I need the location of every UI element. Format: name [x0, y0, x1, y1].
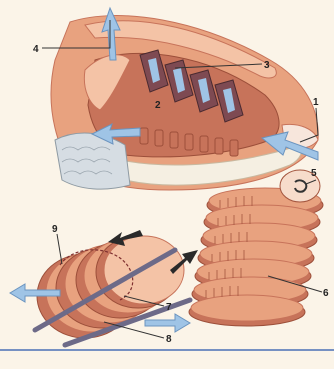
label-4: 4 [33, 44, 39, 55]
gill-raker [155, 130, 163, 146]
label-9: 9 [52, 224, 58, 235]
gill-raker [185, 134, 193, 150]
gill-raker [230, 140, 238, 156]
gill-raker [140, 128, 148, 144]
label-3: 3 [264, 60, 270, 71]
body-scales [55, 133, 130, 189]
label-1: 1 [313, 97, 319, 108]
label-2: 2 [155, 100, 161, 111]
filament-plate [191, 295, 303, 321]
gill-raker [170, 132, 178, 148]
gill-raker [200, 136, 208, 152]
gill-raker [215, 138, 223, 154]
label-8: 8 [166, 334, 172, 345]
label-5: 5 [311, 168, 317, 179]
label-6: 6 [323, 288, 329, 299]
label-7: 7 [166, 302, 172, 313]
